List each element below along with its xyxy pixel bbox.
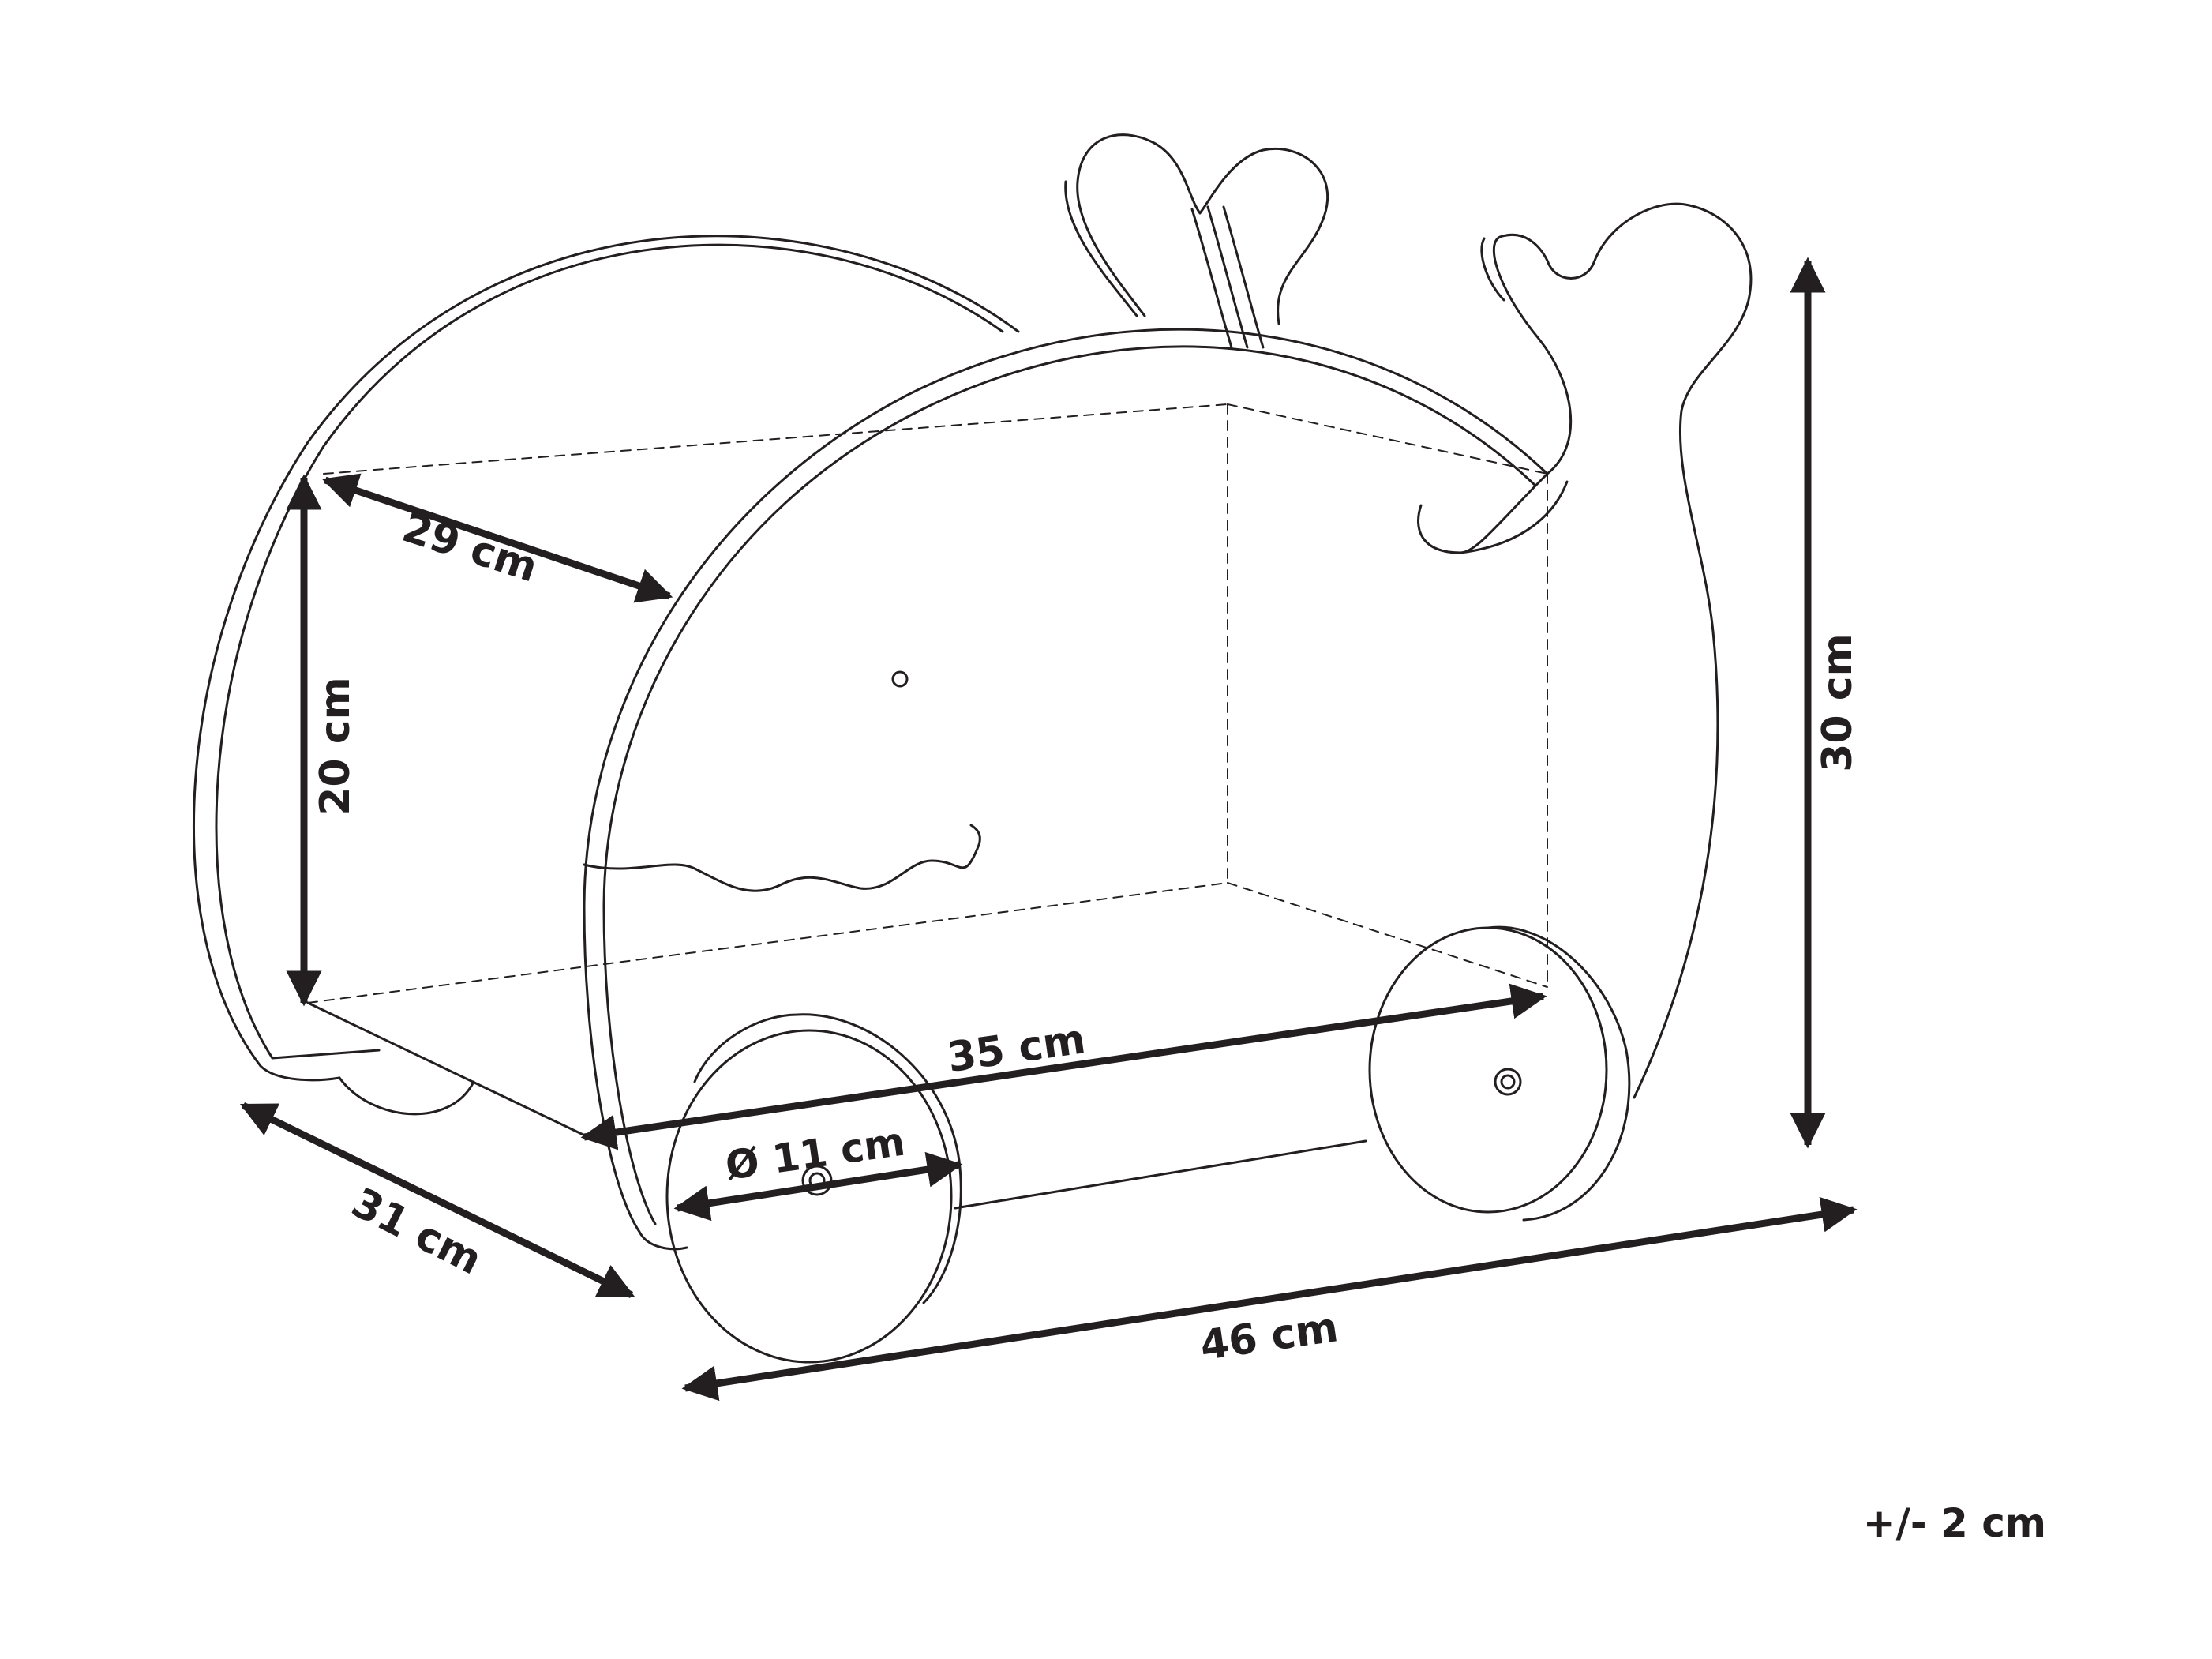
- storage-box-hidden-edges: [307, 403, 1548, 1004]
- overall-height-label: 30 cm: [1814, 633, 1861, 771]
- overall-depth-label: 31 cm: [344, 1179, 489, 1284]
- inner-depth-arrow: [321, 473, 673, 603]
- inner-length-arrow: [580, 983, 1547, 1150]
- whale-cart-drawing: [193, 133, 1753, 1364]
- front-side-panel: [583, 202, 1753, 1251]
- tolerance-note: +/- 2 cm: [1862, 1500, 2046, 1546]
- inner-depth-label: 29 cm: [397, 504, 543, 591]
- overall-length-arrow: [681, 1196, 1858, 1402]
- inner-height-label: 20 cm: [312, 677, 359, 815]
- overall-length-label: 46 cm: [1198, 1304, 1341, 1370]
- back-tail: [1064, 133, 1329, 325]
- dimension-labels: 29 cm 20 cm 35 cm Ø 11 cm 31 cm 46 cm 30…: [312, 504, 1861, 1370]
- dimension-lines: [239, 257, 1858, 1402]
- overall-depth-arrow: [239, 1102, 635, 1299]
- rope-handle: [1190, 205, 1265, 349]
- inner-length-label: 35 cm: [945, 1015, 1089, 1082]
